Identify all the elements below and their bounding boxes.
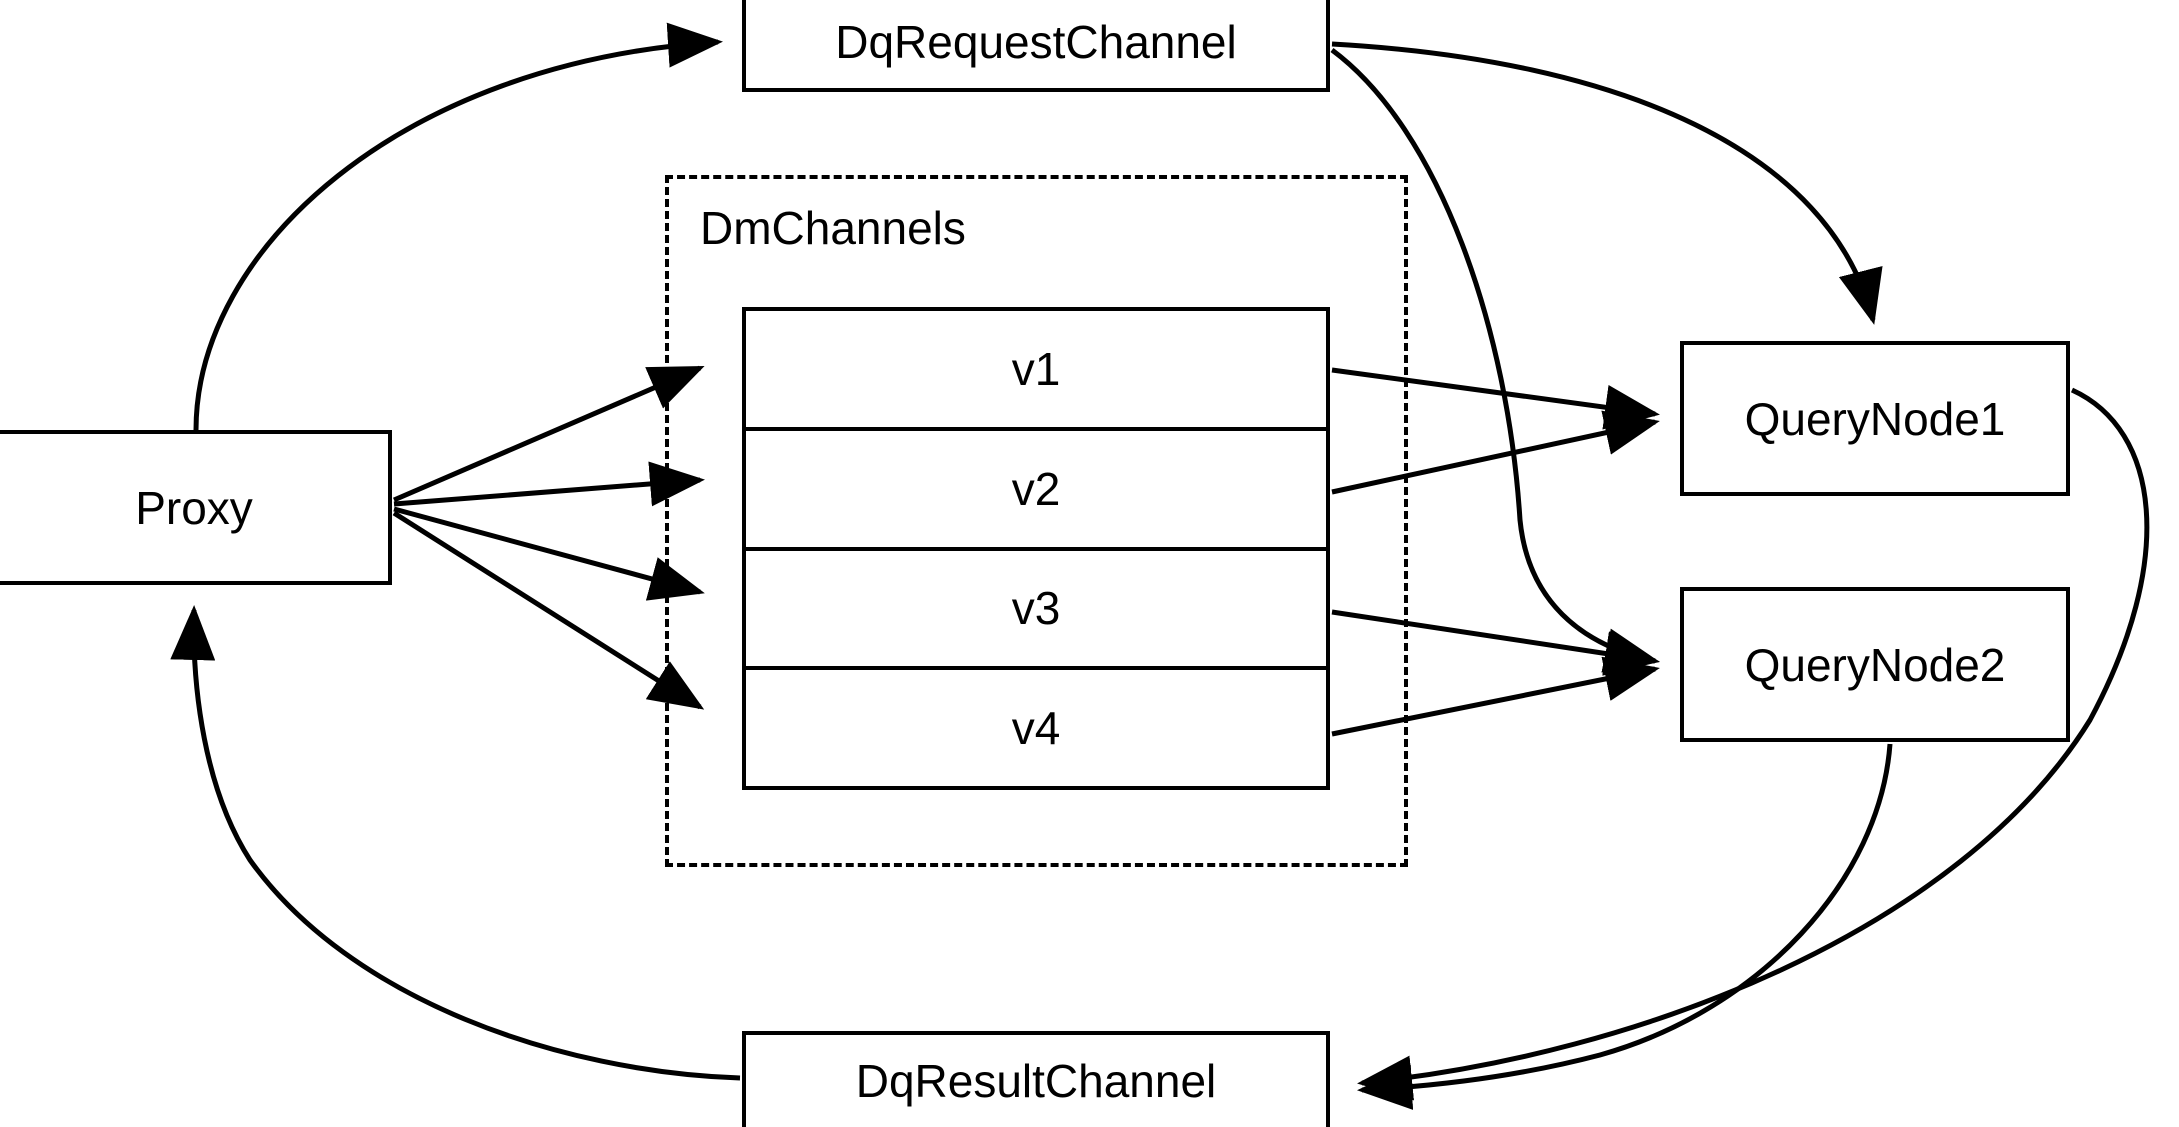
- channel-row-v4[interactable]: v4: [746, 670, 1326, 786]
- edge-proxy-to-v4: [392, 510, 705, 710]
- edge-v3-to-querynode2: [1331, 609, 1660, 676]
- edge-dqrequestchannel-to-querynode2: [1330, 47, 1660, 673]
- node-querynode2-label: QueryNode2: [1744, 638, 2006, 691]
- channel-row-v3[interactable]: v3: [746, 551, 1326, 671]
- edge-v2-to-querynode1: [1331, 410, 1660, 495]
- edge-querynode2-to-dqresultchannel: [1357, 743, 1893, 1110]
- channel-row-v2[interactable]: v2: [746, 431, 1326, 551]
- edge-proxy-to-v1: [393, 365, 705, 503]
- edge-proxy-to-v3: [393, 506, 705, 601]
- channel-row-label: v2: [1011, 462, 1061, 515]
- node-proxy-label: Proxy: [135, 481, 253, 534]
- node-dqresultchannel-label: DqResultChannel: [855, 1055, 1217, 1107]
- edge-proxy-to-v2: [393, 461, 705, 507]
- node-querynode1-label: QueryNode1: [1744, 392, 2006, 445]
- node-dqresultchannel[interactable]: DqResultChannel: [742, 1031, 1330, 1127]
- edge-v4-to-querynode2: [1331, 656, 1660, 737]
- node-dqrequestchannel[interactable]: DqRequestChannel: [742, 0, 1330, 92]
- node-querynode1[interactable]: QueryNode1: [1680, 341, 2070, 496]
- edge-dqresultchannel-to-proxy: [170, 605, 741, 1081]
- edge-v1-to-querynode1: [1331, 367, 1660, 430]
- edge-dqrequestchannel-to-querynode1: [1331, 41, 1883, 325]
- node-dqrequestchannel-label: DqRequestChannel: [835, 16, 1237, 68]
- dmchannels-table: v1 v2 v3 v4: [742, 307, 1330, 790]
- node-proxy[interactable]: Proxy: [0, 430, 392, 585]
- edge-proxy-to-dqrequestchannel: [193, 22, 723, 431]
- channel-row-label: v4: [1011, 702, 1061, 755]
- edge-querynode1-to-dqresultchannel: [1357, 387, 2150, 1101]
- dmchannels-group-label: DmChannels: [700, 202, 966, 254]
- channel-row-label: v1: [1011, 342, 1061, 395]
- channel-row-v1[interactable]: v1: [746, 311, 1326, 431]
- channel-row-label: v3: [1011, 582, 1061, 635]
- dmchannels-group: [665, 175, 1408, 867]
- node-querynode2[interactable]: QueryNode2: [1680, 587, 2070, 742]
